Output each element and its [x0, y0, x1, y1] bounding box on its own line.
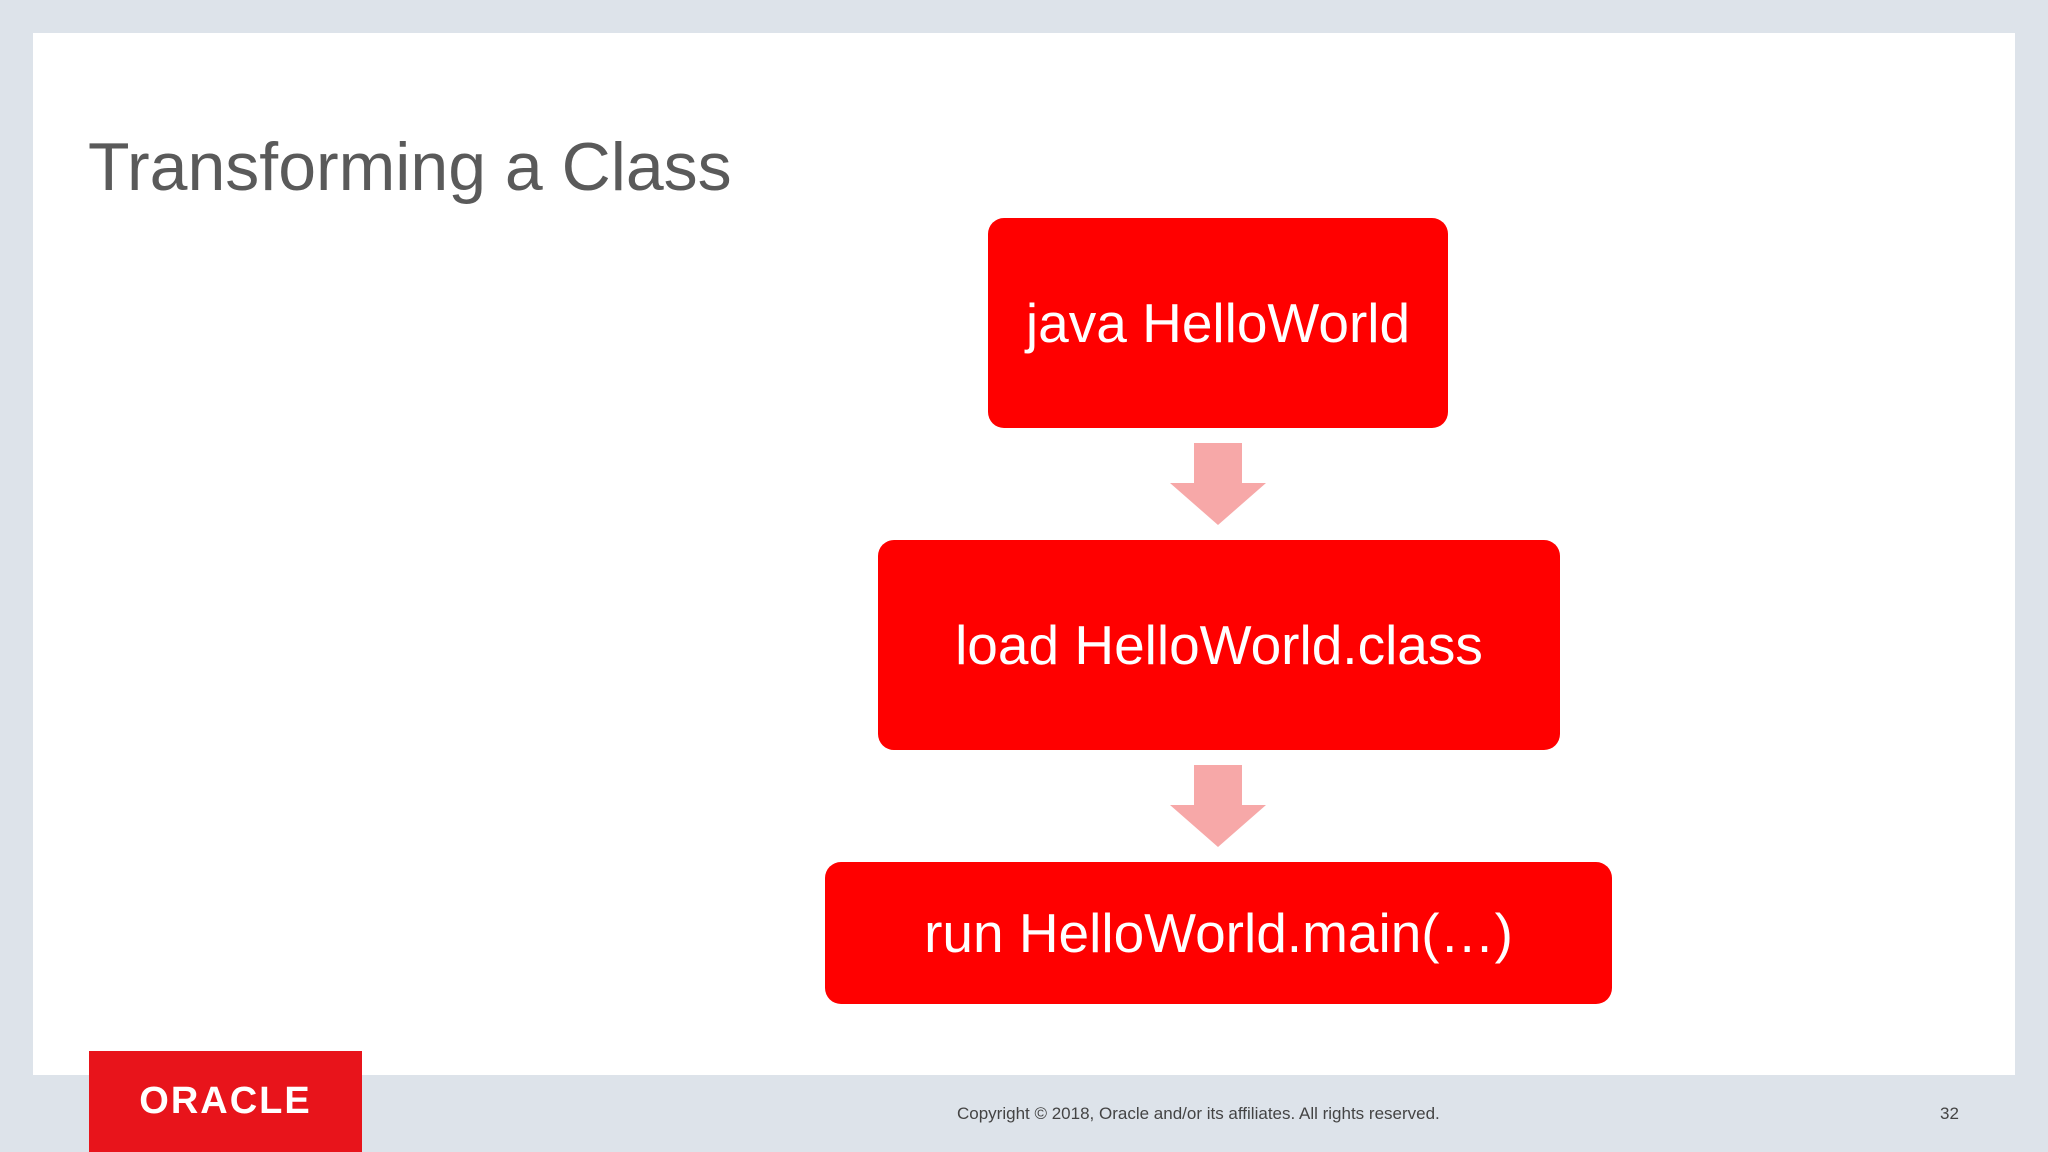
flow-step-run-main: run HelloWorld.main(…) — [825, 862, 1612, 1004]
flow-step-java-command: java HelloWorld — [988, 218, 1448, 428]
flow-step-load-class: load HelloWorld.class — [878, 540, 1560, 750]
oracle-logo-text: ORACLE — [139, 1080, 312, 1122]
down-arrow-icon — [1170, 765, 1266, 847]
oracle-logo: ORACLE — [89, 1051, 362, 1152]
slide-title: Transforming a Class — [88, 129, 732, 205]
down-arrow-icon — [1170, 443, 1266, 525]
copyright-notice: Copyright © 2018, Oracle and/or its affi… — [957, 1104, 1440, 1123]
slide-page-number: 32 — [1940, 1104, 1959, 1123]
